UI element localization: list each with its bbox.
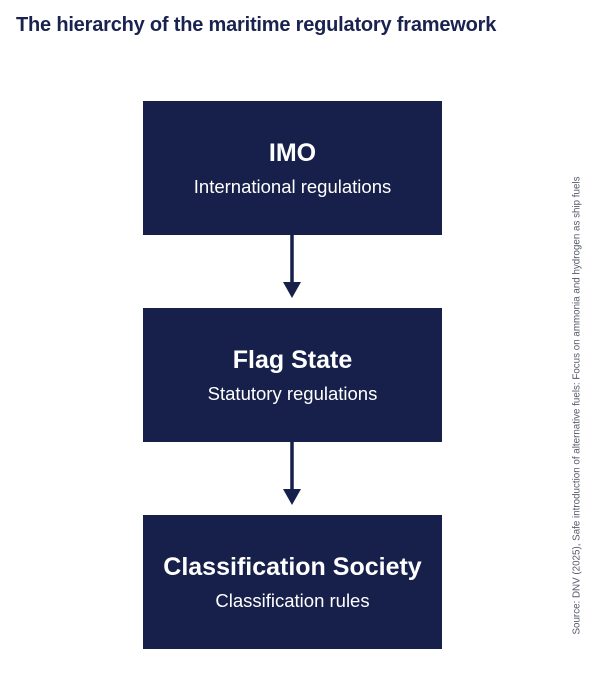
box-title: Flag State	[232, 345, 353, 374]
down-arrow-icon	[283, 235, 301, 298]
box-subtitle: Statutory regulations	[207, 382, 378, 404]
diagram-title: The hierarchy of the maritime regulatory…	[16, 14, 497, 36]
hierarchy-box-imo: IMO International regulations	[143, 101, 442, 235]
hierarchy-box-flag-state: Flag State Statutory regulations	[143, 308, 442, 442]
hierarchy-box-classification-society: Classification Society Classification ru…	[143, 515, 442, 649]
box-title: Classification Society	[163, 552, 422, 581]
box-subtitle: Classification rules	[215, 589, 370, 611]
down-arrow-icon	[283, 442, 301, 505]
box-title: IMO	[268, 138, 317, 167]
box-subtitle: International regulations	[193, 175, 392, 197]
source-note: Source: DNV (2025), Safe introduction of…	[571, 176, 583, 634]
